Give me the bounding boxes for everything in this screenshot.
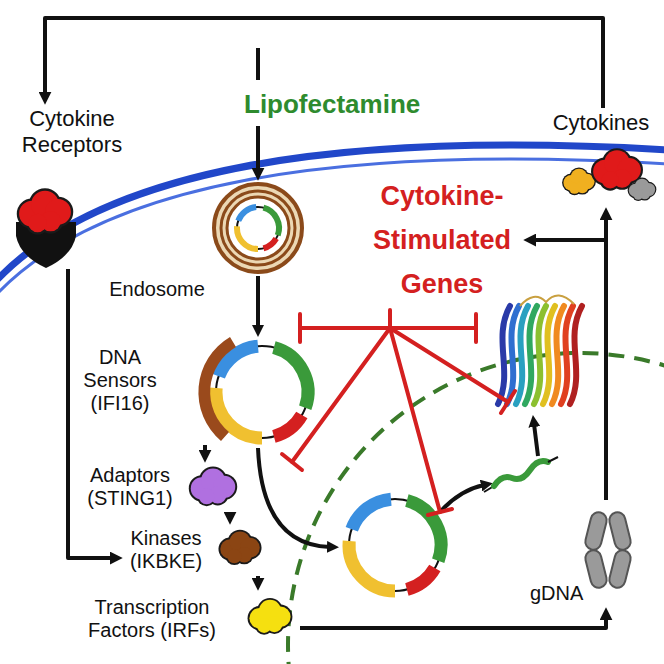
node-box: Kinases (IKBKE) <box>122 524 267 576</box>
sensor-label: DNA Sensors (IFI16) <box>78 346 162 415</box>
translation-arrow <box>534 424 538 456</box>
chromosome <box>584 511 633 590</box>
node-box: Endosome <box>105 180 305 308</box>
sensor-crescent <box>198 337 236 441</box>
arrow-connector <box>533 240 606 500</box>
node-box: Cytokine- Stimulated Genes <box>362 172 524 308</box>
kinase-blob <box>218 530 261 565</box>
node-box: Transcription Factors (IRFs) <box>62 590 300 652</box>
node-box: Cytokine Receptors <box>5 104 140 269</box>
node-box: DNA Sensors (IFI16) <box>78 330 228 445</box>
receptor-label: Cytokine Receptors <box>7 106 137 158</box>
tf-blob <box>248 598 293 635</box>
adaptor-label: Adaptors (STING1) <box>80 464 180 510</box>
plasmid <box>349 499 441 591</box>
endosome-inner <box>227 197 289 259</box>
reagent-label: Lipofectamine <box>244 88 420 120</box>
transcription-arrow <box>440 485 484 512</box>
endosome-outer <box>214 184 302 272</box>
arrow-connector <box>256 126 260 171</box>
node-box: gDNA <box>528 500 638 608</box>
entry-line <box>256 48 260 80</box>
cytokine-label: Cytokines <box>540 110 662 136</box>
cytokine-yellow <box>562 167 596 195</box>
node-box: Adaptors (STING1) <box>80 462 245 512</box>
mrna <box>494 461 548 486</box>
membrane-outer <box>0 145 664 282</box>
endosome-ring <box>221 191 295 265</box>
arrow-connector <box>256 576 260 581</box>
arrow-connector <box>300 617 606 628</box>
plasmid <box>216 346 308 438</box>
node-box: Lipofectamine <box>240 84 435 126</box>
import-arrow <box>258 448 330 547</box>
kinase-label: Kinases (IKBKE) <box>122 527 210 573</box>
arrow-connector <box>203 445 207 453</box>
mrna-tail <box>548 457 558 462</box>
membrane-inner <box>0 159 664 296</box>
endosome-label: Endosome <box>105 278 209 301</box>
plasmid <box>237 207 279 249</box>
adaptor-blob <box>189 467 237 507</box>
inhibition-lines <box>282 310 515 515</box>
gfp-barrel <box>498 295 582 404</box>
factor-label: Transcription Factors (IRFs) <box>62 596 242 642</box>
node-box: Cytokines <box>540 108 664 208</box>
gene-label: Cytokine- Stimulated Genes <box>362 174 522 306</box>
arrow-connector <box>228 512 232 515</box>
gdna-label: gDNA <box>530 582 586 605</box>
receptor-head <box>17 188 73 234</box>
transfer-arrow <box>256 276 260 328</box>
cytokine-grey <box>628 177 657 201</box>
